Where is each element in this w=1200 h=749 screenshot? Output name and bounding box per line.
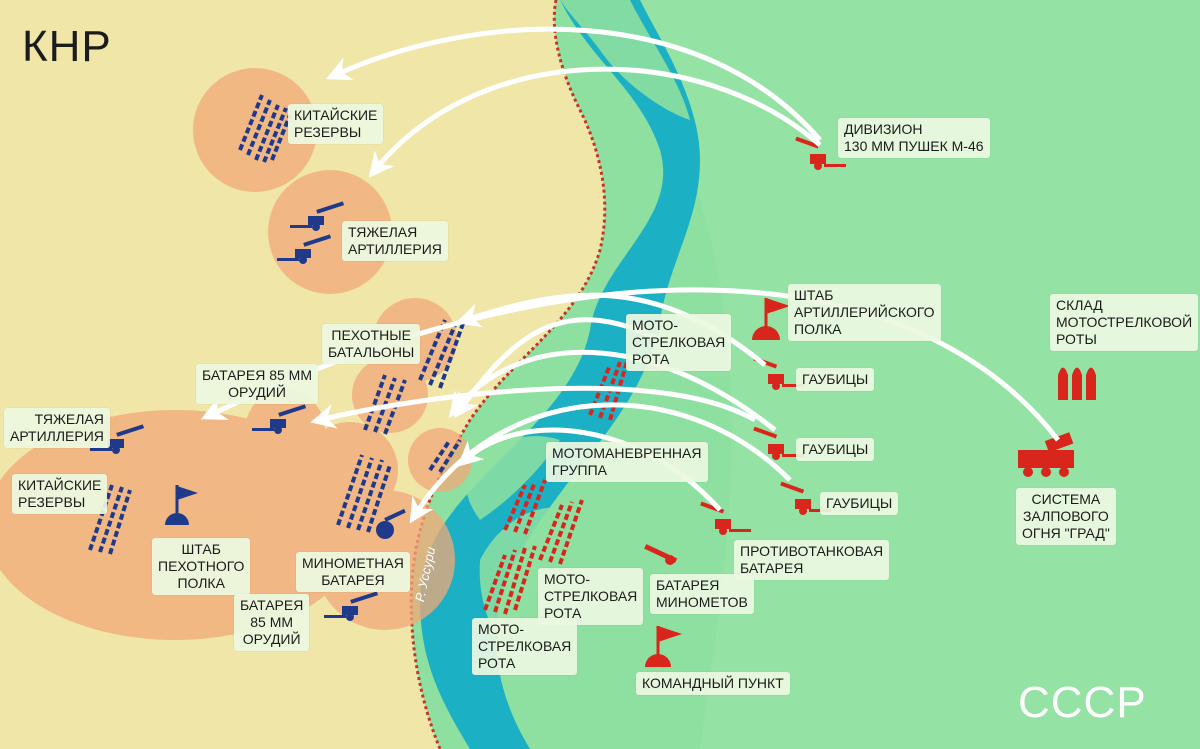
label-chinese-reserves-left: КИТАЙСКИЕ РЕЗЕРВЫ: [12, 474, 108, 514]
label-battery-85-top: БАТАРЕЯ 85 ММ ОРУДИЙ: [196, 364, 319, 404]
label-chinese-reserves-top: КИТАЙСКИЕ РЕЗЕРВЫ: [288, 104, 384, 144]
label-depot: СКЛАД МОТОСТРЕЛКОВОЙ РОТЫ: [1050, 294, 1199, 351]
chinese-infantry-marks: [88, 94, 467, 555]
label-howitzers-3: ГАУБИЦЫ: [820, 492, 899, 515]
label-command-post: КОМАНДНЫЙ ПУНКТ: [636, 672, 790, 695]
label-battery-85-bottom: БАТАРЕЯ 85 ММ ОРУДИЙ: [234, 594, 310, 651]
label-motor-rifle-company-mid: МОТО- СТРЕЛКОВАЯ РОТА: [538, 568, 644, 625]
label-infantry-regiment-hq: ШТАБ ПЕХОТНОГО ПОЛКА: [152, 538, 251, 595]
label-heavy-artillery-top: ТЯЖЕЛАЯ АРТИЛЛЕРИЯ: [342, 221, 448, 261]
chinese-mortar-icon: [376, 508, 406, 539]
label-infantry-battalions: ПЕХОТНЫЕ БАТАЛЬОНЫ: [322, 324, 421, 364]
soviet-artillery-hq-flag-icon: [752, 298, 790, 340]
label-mobile-group: МОТОМАНЕВРЕННАЯ ГРУППА: [546, 442, 708, 482]
label-motor-rifle-company-low: МОТО- СТРЕЛКОВАЯ РОТА: [472, 618, 578, 675]
label-artillery-regiment-hq: ШТАБ АРТИЛЛЕРИЙСКОГО ПОЛКА: [788, 284, 941, 341]
label-howitzers-1: ГАУБИЦЫ: [796, 368, 875, 391]
grad-launcher-icon: [1018, 432, 1074, 477]
label-motor-rifle-company-top: МОТО- СТРЕЛКОВАЯ РОТА: [626, 314, 732, 371]
river-island-mid: [465, 436, 560, 520]
command-post-flag-icon: [645, 626, 682, 667]
chinese-hq-flag-icon: [165, 485, 198, 525]
depot-icon: [1058, 367, 1096, 400]
soviet-infantry-marks: [483, 357, 630, 615]
label-heavy-artillery-left: ТЯЖЕЛАЯ АРТИЛЛЕРИЯ: [4, 408, 110, 448]
label-mortar-battery: МИНОМЕТНАЯ БАТАРЕЯ: [296, 552, 410, 592]
soviet-mortar-icon: [644, 544, 678, 565]
label-division-130: ДИВИЗИОН 130 ММ ПУШЕК М-46: [838, 118, 990, 158]
label-grad: СИСТЕМА ЗАЛПОВОГО ОГНЯ "ГРАД": [1016, 488, 1116, 545]
label-howitzers-2: ГАУБИЦЫ: [796, 438, 875, 461]
label-antitank-battery: ПРОТИВОТАНКОВАЯ БАТАРЕЯ: [734, 540, 890, 580]
ussr-name: СССР: [1018, 678, 1147, 727]
label-mortar-battery-ussr: БАТАРЕЯ МИНОМЕТОВ: [650, 574, 754, 614]
china-name: КНР: [22, 22, 112, 71]
